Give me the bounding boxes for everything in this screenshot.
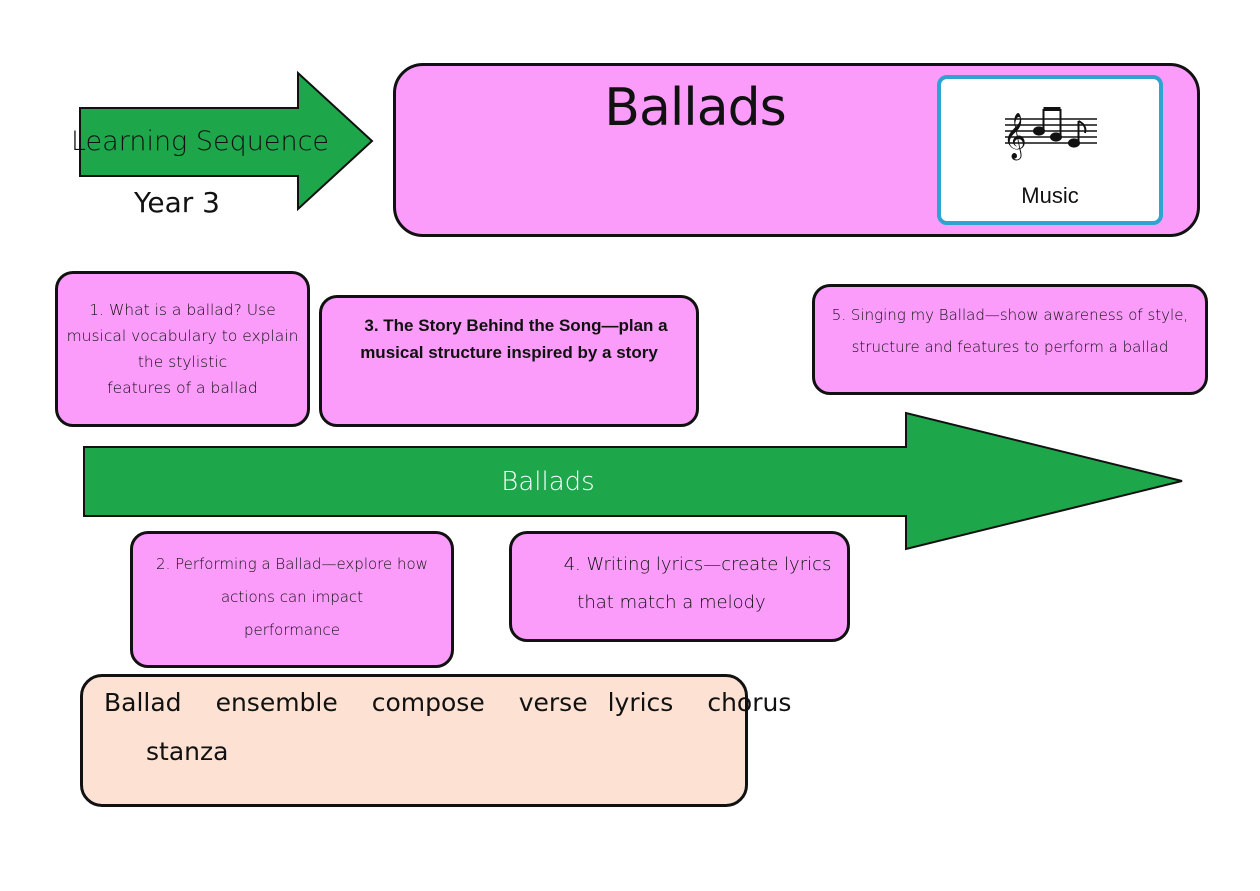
subject-label: Music [1021, 183, 1079, 208]
step-4-line-2: that match a melody [577, 592, 766, 613]
vocab-word: Ballad [104, 688, 182, 717]
step-1-line-3: the stylistic [137, 353, 228, 371]
step-4-line-1: 4. Writing lyrics—create lyrics [563, 554, 832, 575]
vocab-word: chorus [707, 688, 792, 717]
vocab-word: verse [518, 688, 588, 717]
page-title: Ballads [604, 78, 786, 138]
timeline-label: Ballads [501, 467, 595, 497]
step-1-line-1: 1. What is a ballad? Use [89, 301, 276, 319]
vocab-word: compose [371, 688, 485, 717]
step-2-line-2: actions can impact [220, 588, 364, 606]
vocab-word: stanza [146, 737, 229, 766]
vocabulary-box [80, 674, 748, 807]
learning-sequence-label: Learning Sequence [70, 125, 330, 157]
vocabulary-row-2: stanza [146, 737, 262, 766]
step-1-line-4: features of a ballad [107, 379, 258, 397]
step-card-4: 4. Writing lyrics—create lyrics that mat… [509, 531, 850, 642]
step-5-line-2: structure and features to perform a ball… [851, 338, 1169, 356]
step-3-line-1: 3. The Story Behind the Song—plan a [364, 316, 668, 335]
subject-tile: 𝄞 Music [937, 75, 1163, 225]
year-label: Year 3 [134, 186, 220, 219]
step-5-line-1: 5. Singing my Ballad—show awareness of s… [831, 306, 1189, 324]
step-1-line-2: musical vocabulary to explain [66, 327, 299, 345]
step-card-5: 5. Singing my Ballad—show awareness of s… [812, 284, 1208, 395]
step-card-3: 3. The Story Behind the Song—plan a musi… [319, 295, 699, 427]
svg-text:𝄞: 𝄞 [1003, 113, 1027, 161]
step-2-line-1: 2. Performing a Ballad—explore how [156, 555, 428, 573]
step-2-line-3: performance [243, 621, 341, 639]
vocab-word: ensemble [215, 688, 338, 717]
step-card-1: 1. What is a ballad? Use musical vocabul… [55, 271, 310, 427]
vocab-word: lyrics [607, 688, 674, 717]
step-3-line-2: musical structure inspired by a story [360, 343, 658, 362]
step-card-2: 2. Performing a Ballad—explore how actio… [130, 531, 454, 668]
music-notes-icon: 𝄞 [1003, 107, 1097, 161]
vocabulary-row-1: Ballad ensemble compose verse lyrics cho… [104, 688, 825, 717]
